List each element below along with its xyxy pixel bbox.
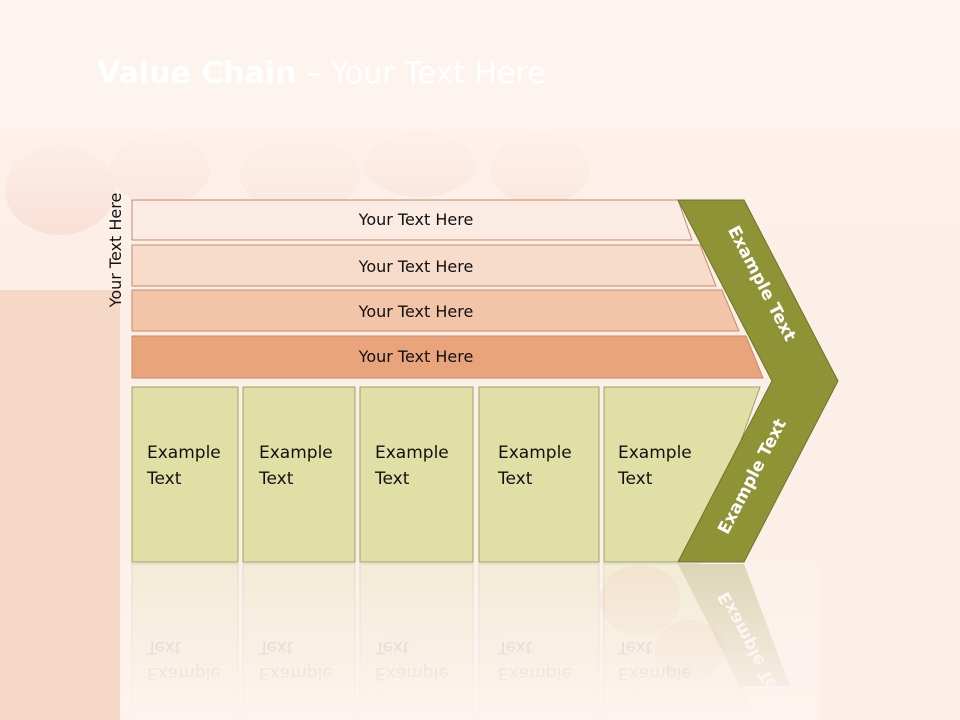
column-5-line2: Text	[617, 469, 653, 489]
column-4-line2: Text	[497, 469, 533, 489]
bar-2	[131, 244, 717, 287]
support-columns: Example Text Example Text Example Text E…	[131, 386, 761, 563]
column-2-line1: Example	[259, 443, 333, 463]
column-1	[131, 386, 239, 563]
column-3-line1: Example	[375, 443, 449, 463]
bar-4-label: Your Text Here	[358, 347, 474, 366]
column-3	[359, 386, 474, 563]
column-2	[242, 386, 356, 563]
bar-3-label: Your Text Here	[358, 302, 474, 321]
bar-1-label: Your Text Here	[358, 210, 474, 229]
title-rest: – Your Text Here	[296, 56, 546, 91]
primary-bars: Your Text Here Your Text Here Your Text …	[131, 199, 764, 379]
column-1-line2: Text	[146, 469, 182, 489]
bar-1	[131, 199, 693, 241]
column-2-line2: Text	[258, 469, 294, 489]
side-label: Your Text Here	[106, 192, 125, 308]
column-4-line1: Example	[498, 443, 572, 463]
column-4	[478, 386, 600, 563]
column-3-line2: Text	[374, 469, 410, 489]
reflection-fade	[120, 564, 820, 720]
column-5-line1: Example	[618, 443, 692, 463]
title-bold: Value Chain	[97, 56, 297, 91]
bar-4	[131, 335, 764, 379]
column-1-line1: Example	[147, 443, 221, 463]
bar-2-label: Your Text Here	[358, 257, 474, 276]
chevron-shape	[677, 199, 839, 563]
page-title: Value Chain – Your Text Here	[97, 56, 546, 91]
bar-3	[131, 289, 740, 332]
